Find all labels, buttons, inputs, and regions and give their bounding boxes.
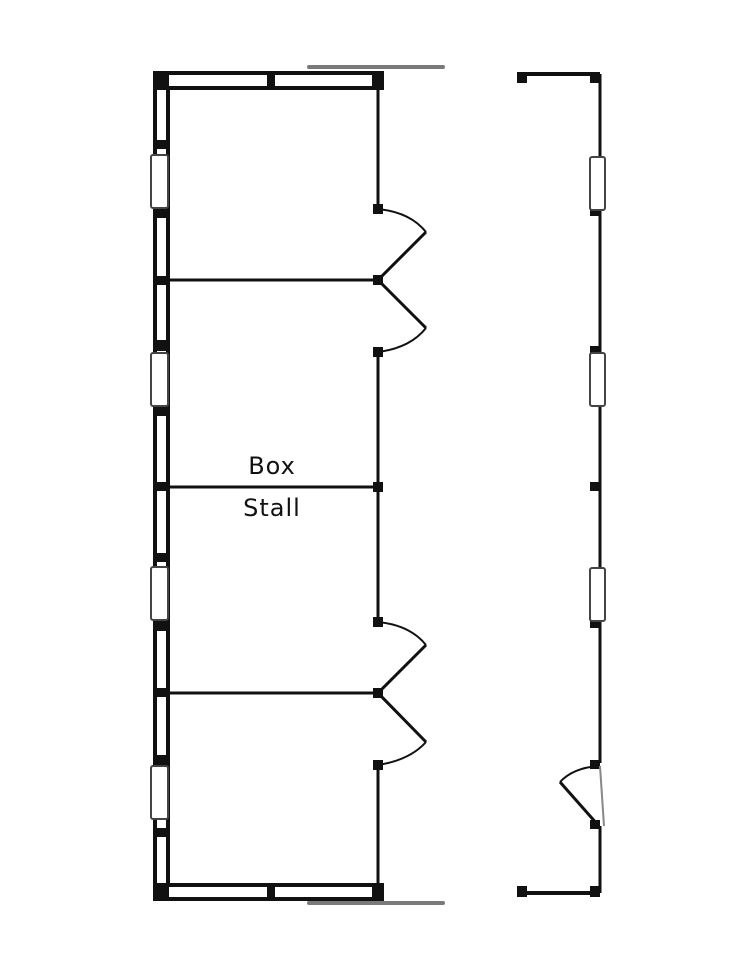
window-left-3 xyxy=(150,566,169,621)
stall-label-line1: Box xyxy=(248,452,296,480)
bottom-wall xyxy=(153,883,384,901)
shed-posts xyxy=(517,72,600,897)
shed-swing-door xyxy=(558,765,605,827)
swing-door-upper xyxy=(376,208,428,353)
top-wall xyxy=(153,71,384,90)
stall-dividers xyxy=(168,278,378,695)
window-left-2 xyxy=(150,352,169,407)
window-left-4 xyxy=(150,765,169,820)
left-wall xyxy=(153,86,170,887)
open-shed xyxy=(517,72,606,897)
stall-barn xyxy=(150,65,445,905)
window-right-2 xyxy=(589,352,606,407)
window-right-1 xyxy=(589,156,606,211)
window-left-1 xyxy=(150,154,169,209)
window-right-3 xyxy=(589,567,606,622)
swing-door-lower xyxy=(376,621,428,766)
stall-label-line2: Stall xyxy=(243,494,301,522)
